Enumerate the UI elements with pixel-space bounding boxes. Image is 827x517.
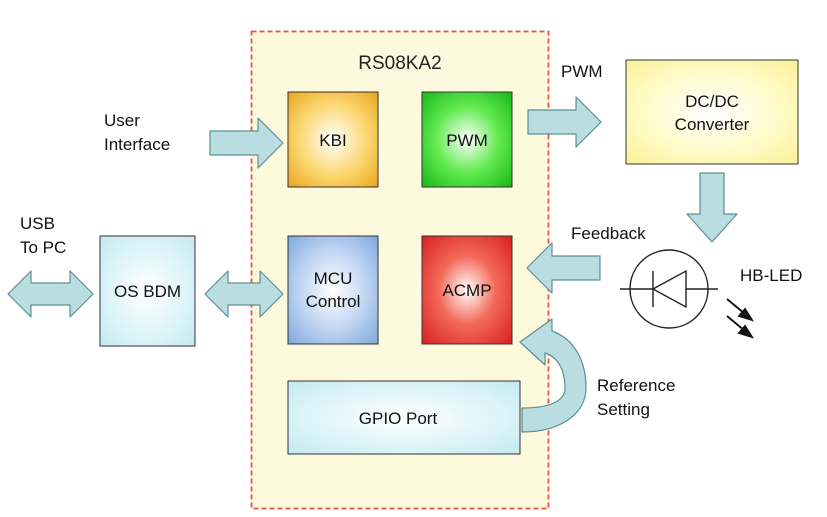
os-bdm-label: OS BDM bbox=[114, 282, 181, 301]
dcdc-label-line2: Converter bbox=[675, 115, 750, 134]
user-interface-label-line1: User bbox=[104, 111, 140, 130]
dcdc-converter-block: DC/DC Converter bbox=[625, 59, 799, 165]
dcdc-label-line1: DC/DC bbox=[685, 92, 739, 111]
feedback-arrow bbox=[526, 242, 601, 294]
usb-double-arrow bbox=[7, 270, 94, 318]
gpio-label: GPIO Port bbox=[359, 409, 438, 428]
user-interface-label-line2: Interface bbox=[104, 135, 170, 154]
mcu-label-line2: Control bbox=[306, 292, 361, 311]
acmp-block: ACMP bbox=[421, 235, 513, 345]
user-interface-arrow bbox=[209, 117, 284, 169]
hb-led-label: HB-LED bbox=[740, 266, 802, 285]
pwm-label: PWM bbox=[446, 131, 488, 150]
os-bdm-block: OS BDM bbox=[99, 235, 196, 347]
reference-label-line1: Reference bbox=[597, 376, 675, 395]
mcu-control-block: MCU Control bbox=[287, 235, 379, 345]
reference-label-line2: Setting bbox=[597, 400, 650, 419]
pwm-to-dcdc-arrow bbox=[527, 96, 602, 148]
acmp-label: ACMP bbox=[442, 281, 491, 300]
feedback-label: Feedback bbox=[571, 224, 646, 243]
usb-label-line1: USB bbox=[20, 214, 55, 233]
mcu-label-line1: MCU bbox=[314, 269, 353, 288]
reference-setting-arrow bbox=[519, 318, 587, 433]
dcdc-to-led-arrow bbox=[686, 172, 738, 243]
light-emission-arrows-icon bbox=[726, 298, 755, 339]
kbi-label: KBI bbox=[319, 131, 346, 150]
diode-icon bbox=[620, 249, 718, 329]
gpio-port-block: GPIO Port bbox=[287, 380, 521, 455]
pwm-output-label: PWM bbox=[561, 62, 603, 81]
usb-label-line2: To PC bbox=[20, 238, 66, 257]
chip-title: RS08KA2 bbox=[358, 53, 441, 74]
kbi-block: KBI bbox=[287, 91, 379, 188]
bdm-mcu-double-arrow bbox=[204, 270, 284, 318]
pwm-block: PWM bbox=[421, 91, 513, 188]
